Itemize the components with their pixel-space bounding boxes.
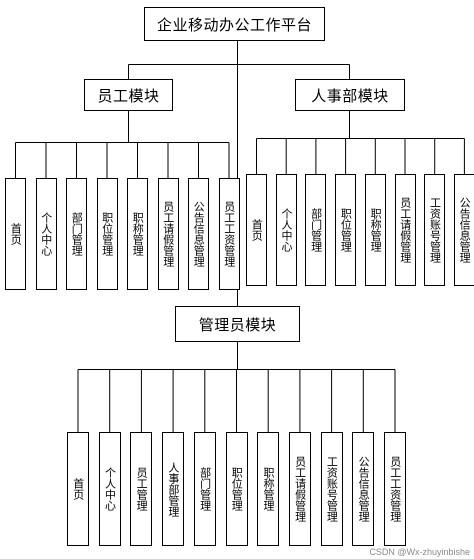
admin-item-label: 员工管理 — [135, 467, 149, 511]
employee-item-label: 个人中心 — [39, 212, 53, 256]
hr-item-label: 个人中心 — [279, 208, 293, 252]
admin-item-node: 员工工资管理 — [384, 432, 406, 546]
admin-item-node: 人事部管理 — [162, 432, 185, 546]
hr-module-node: 人事部模块 — [295, 79, 405, 111]
hr-item-node: 职称管理 — [364, 174, 386, 286]
admin-item-label: 职称管理 — [261, 467, 275, 511]
employee-item-node: 员工请假管理 — [157, 178, 179, 290]
hr-item-node: 员工请假管理 — [394, 174, 416, 286]
hr-item-node: 公告信息管理 — [453, 174, 474, 286]
employee-item-label: 首页 — [9, 223, 23, 245]
admin-item-label: 人事部管理 — [166, 461, 180, 517]
employee-item-label: 员工请假管理 — [161, 201, 175, 267]
admin-item-label: 员工工资管理 — [388, 456, 402, 522]
employee-item-label: 员工工资管理 — [222, 201, 236, 267]
admin-module-node: 管理员模块 — [175, 306, 300, 342]
admin-item-node: 公告信息管理 — [352, 432, 375, 546]
hr-item-label: 首页 — [250, 219, 264, 241]
admin-item-label: 工资账号管理 — [325, 456, 339, 522]
hr-item-label: 职称管理 — [369, 208, 383, 252]
admin-item-node: 工资账号管理 — [320, 432, 343, 546]
employee-item-label: 职位管理 — [100, 212, 114, 256]
admin-item-node: 员工请假管理 — [288, 432, 311, 546]
hr-item-node: 职位管理 — [335, 174, 357, 286]
admin-item-label: 首页 — [71, 478, 85, 500]
employee-item-node: 个人中心 — [35, 178, 57, 290]
hr-item-node: 首页 — [246, 174, 267, 286]
employee-item-label: 部门管理 — [70, 212, 84, 256]
hr-item-label: 员工请假管理 — [398, 197, 412, 263]
admin-item-label: 公告信息管理 — [357, 456, 371, 522]
employee-module-node: 员工模块 — [84, 79, 173, 111]
employee-item-node: 部门管理 — [66, 178, 87, 290]
employee-item-label: 公告信息管理 — [192, 201, 206, 267]
employee-item-node: 职位管理 — [96, 178, 118, 290]
employee-item-node: 员工工资管理 — [218, 178, 240, 290]
admin-item-node: 首页 — [67, 432, 89, 546]
employee-item-label: 职称管理 — [131, 212, 145, 256]
admin-item-label: 个人中心 — [103, 467, 117, 511]
admin-item-node: 员工管理 — [130, 432, 153, 546]
employee-item-node: 首页 — [5, 178, 26, 290]
hr-item-label: 公告信息管理 — [458, 197, 472, 263]
admin-item-node: 部门管理 — [193, 432, 216, 546]
employee-item-node: 公告信息管理 — [188, 178, 209, 290]
hr-item-node: 部门管理 — [305, 174, 327, 286]
admin-item-label: 部门管理 — [198, 467, 212, 511]
admin-item-node: 个人中心 — [98, 432, 121, 546]
root-node: 企业移动办公工作平台 — [144, 7, 325, 41]
hr-item-label: 部门管理 — [309, 208, 323, 252]
admin-item-node: 职位管理 — [225, 432, 248, 546]
watermark: CSDN @Wx-zhuyinbishe — [369, 547, 470, 557]
admin-item-label: 员工请假管理 — [293, 456, 307, 522]
hr-item-label: 工资账号管理 — [428, 197, 442, 263]
admin-item-node: 职称管理 — [257, 432, 280, 546]
admin-item-label: 职位管理 — [230, 467, 244, 511]
hr-item-node: 工资账号管理 — [424, 174, 446, 286]
hr-item-label: 职位管理 — [339, 208, 353, 252]
hr-item-node: 个人中心 — [275, 174, 297, 286]
employee-item-node: 职称管理 — [127, 178, 148, 290]
